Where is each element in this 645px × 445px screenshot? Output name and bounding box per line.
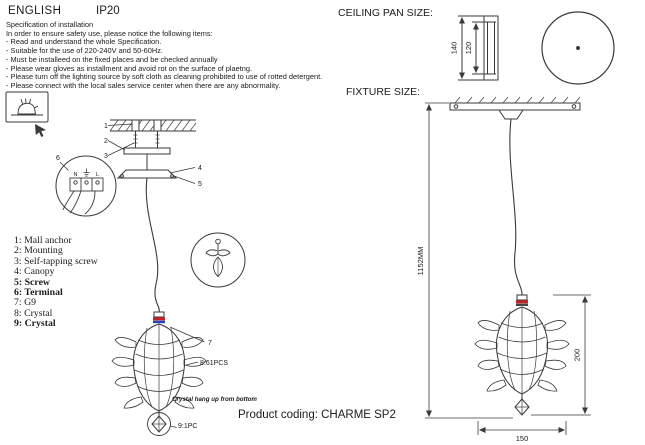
fixture-size-label: FIXTURE SIZE: [346,86,421,98]
part-item-9: 9: Crystal [14,318,56,330]
spec-block: Specification of installation In order t… [6,20,323,91]
part-item-4: 4: Canopy [14,266,55,278]
part-item-2: 2: Mounting [14,245,63,257]
dark-band [516,303,528,306]
part-item-3: 3: Self-tapping screw [14,255,98,267]
crystal-leaves [474,320,570,392]
hand-icon [17,98,39,115]
wall-anchor [131,119,140,132]
bottom-crystal-highlight-circle [147,412,171,436]
ceiling-pan-drawing: 140 120 [450,11,615,85]
ceiling-plate [449,96,581,120]
spec-intro: In order to ensure safety use, please no… [6,28,213,38]
canopy-shape [116,169,178,179]
suspension-cord [145,177,160,313]
spec-line: - Please connect with the local sales se… [6,80,281,90]
ceiling-pan-side-view [458,15,499,81]
callout-leaders [59,123,205,428]
mounting-assembly [116,131,178,179]
dim-total-height-label: 1152MM [416,247,425,276]
spec-line: - Must be installeed on the fixed places… [6,54,218,64]
callout-7: 7 [208,340,212,347]
wire [69,190,82,214]
suspension-cord [509,118,523,296]
callout-3: 3 [104,153,108,160]
wall-anchor [153,119,162,132]
handling-pictogram [5,91,49,137]
pendant-lamp-drawing [474,294,570,416]
ground-symbol-icon [83,168,90,177]
blue-band [153,320,165,324]
wire [84,190,96,215]
dim-width-label: 150 [516,434,529,443]
canopy-shape [498,109,524,120]
spec-line: - Suitable for the use of 220-240V and 5… [6,46,163,56]
pointer-icon [35,124,46,137]
bottom-crystal-count-label: 9:1PC [178,423,197,430]
terminal-l-label: L [96,172,99,178]
dim-140-label: 140 [450,42,459,55]
ip-rating-label: IP20 [96,5,120,17]
parts-list: 1: Mall anchor 2: Mounting 3: Self-tappi… [14,235,98,330]
red-band [153,317,165,321]
ceiling-section [109,119,197,132]
crystal-note-label: Crystal hang up from bottom [172,396,257,403]
spec-line: - Please turn off the lighting source by… [6,72,323,82]
installation-diagram: N L 1 2 3 4 5 6 7 8:61PCS 9:1PC Crystal [55,119,257,436]
product-coding: Product coding: CHARME SP2 [238,409,396,421]
pictogram-frame [5,91,49,123]
dim-120-label: 120 [464,42,473,55]
callout-4: 4 [198,165,202,172]
language-label: ENGLISH [8,5,62,17]
part-item-8: 8: Crystal [14,307,53,319]
part-item-6: 6: Terminal [14,287,63,299]
crystal-count-label: 8:61PCS [200,360,228,367]
callout-1: 1 [104,123,108,130]
crystal-leaves [111,337,207,409]
ceiling-pan-size-label: CEILING PAN SIZE: [338,7,433,19]
terminal-n-label: N [74,172,78,178]
spec-title: Specification of installation [6,20,94,29]
wire [62,190,75,211]
part-item-7: 7: G9 [14,297,37,309]
terminal-detail: N L [55,155,117,217]
fixture-size-drawing: 1152MM 200 150 [416,96,591,443]
callout-6: 6 [56,155,60,162]
dimension-lines [425,102,591,435]
spec-line: - Please wear gloves as installment and … [6,63,253,73]
dim-body-height-label: 200 [573,349,582,362]
part-item-1: 1: Mall anchor [14,235,72,246]
ceiling-pan-top-view [541,11,615,85]
callout-2: 2 [104,138,108,145]
terminal-block [69,177,104,192]
crystal-detail [190,232,246,288]
spec-line: - Read and understand the whole Specific… [6,37,162,47]
mounting-bracket [123,147,171,155]
part-item-5: 5: Screw [14,276,51,288]
pendant-lamp-drawing [111,311,207,436]
callout-5: 5 [198,181,202,188]
red-band [516,300,528,304]
